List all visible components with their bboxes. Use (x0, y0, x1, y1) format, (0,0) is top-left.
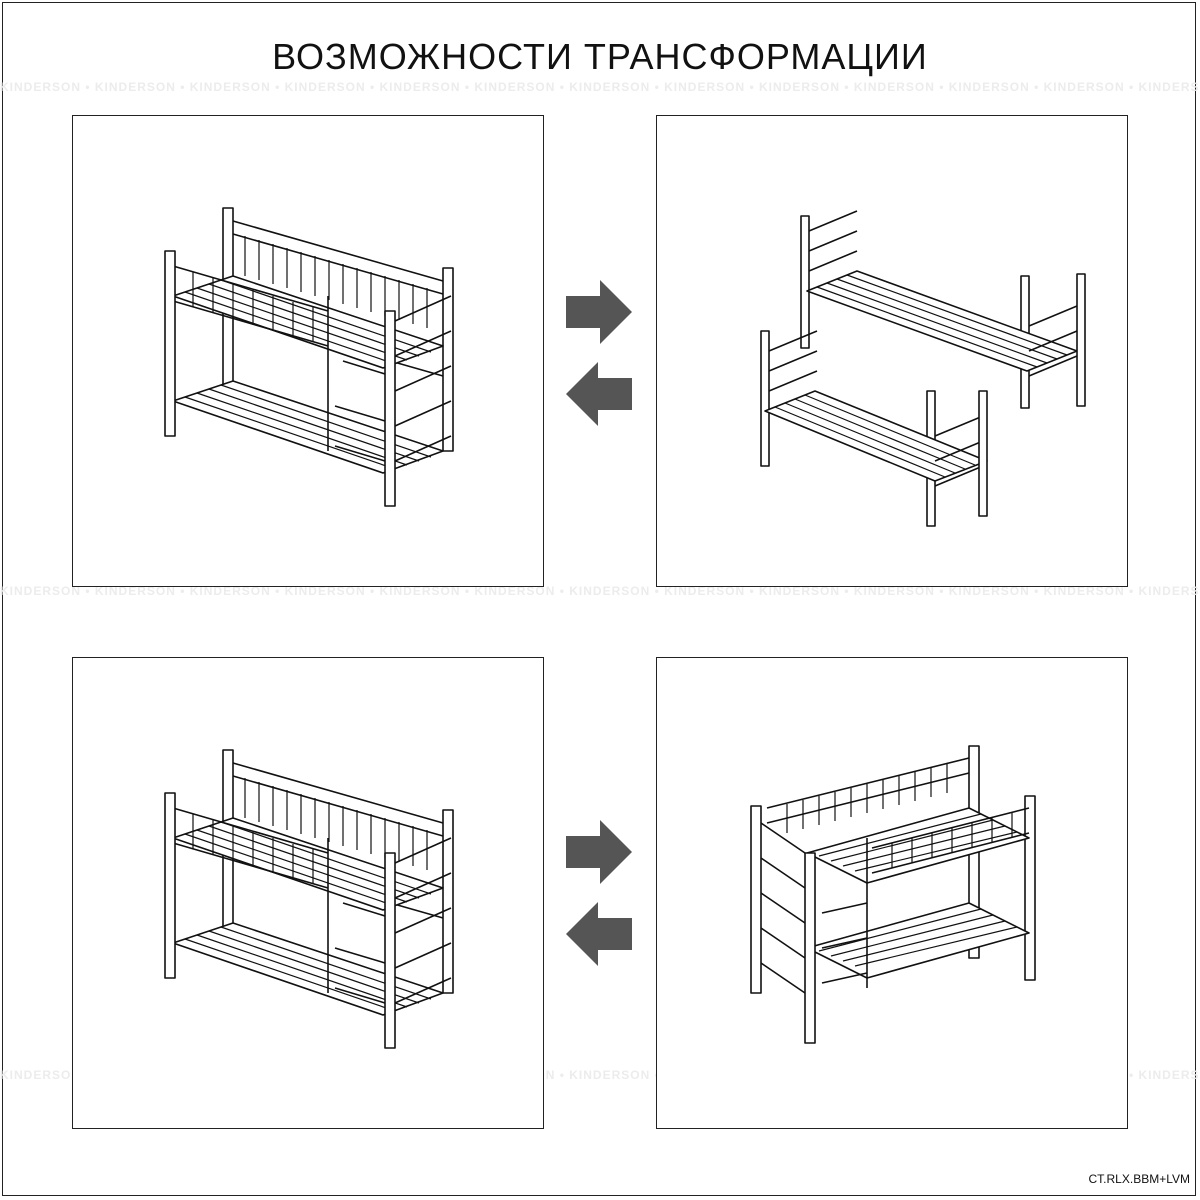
single-beds-drawing (760, 210, 1086, 527)
panel-two-single-beds (656, 115, 1128, 587)
page-title: ВОЗМОЖНОСТИ ТРАНСФОРМАЦИИ (272, 36, 928, 77)
panel-bunk-bed-top-left (72, 115, 544, 587)
panel-bunk-bed-bottom-right (656, 657, 1128, 1129)
bunk-bed-drawing-2 (164, 749, 454, 1049)
watermark-strip-1: KINDERSON • KINDERSON • KINDERSON • KIND… (0, 80, 1200, 94)
watermark-strip-2: KINDERSON • KINDERSON • KINDERSON • KIND… (0, 584, 1200, 598)
arrow-left-icon (566, 362, 632, 426)
bunk-bed-mirrored-drawing (750, 745, 1036, 1044)
arrow-right-icon (566, 280, 632, 344)
bunk-bed-drawing (164, 207, 454, 507)
panel-bunk-bed-bottom-left (72, 657, 544, 1129)
product-code: CT.RLX.BBM+LVM (1088, 1172, 1190, 1186)
arrow-left-icon (566, 902, 632, 966)
arrow-right-icon (566, 820, 632, 884)
